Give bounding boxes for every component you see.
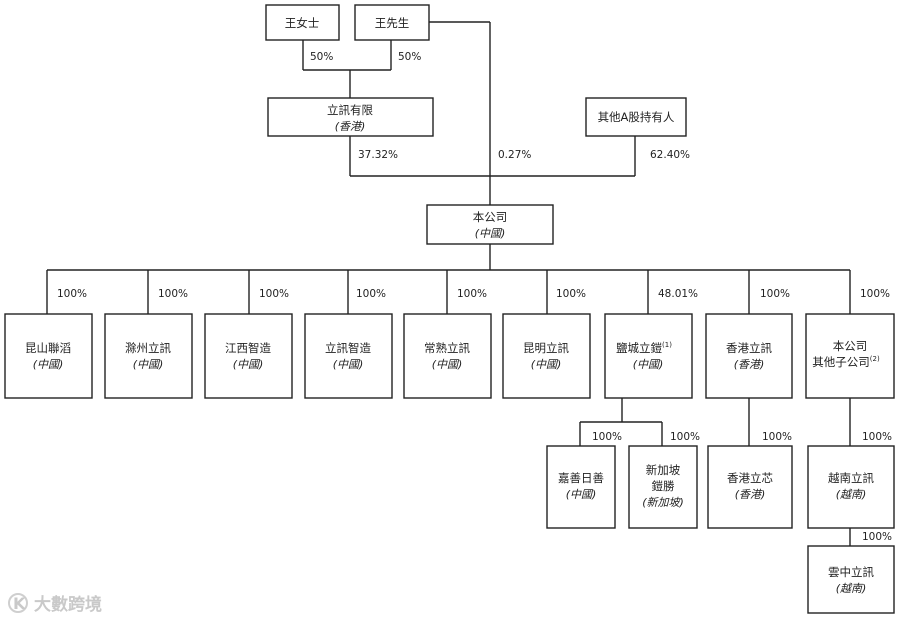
entity-box-jiangxi: 江西智造 (中國) bbox=[204, 313, 293, 399]
entity-name: 香港立訊 bbox=[726, 341, 772, 355]
entity-name-line2: 鎧勝 bbox=[652, 479, 675, 493]
entity-jurisdiction: (越南) bbox=[836, 488, 867, 501]
entity-jurisdiction: (香港) bbox=[735, 488, 766, 501]
entity-jurisdiction: (新加坡) bbox=[642, 496, 684, 509]
ownership-percentage: 100% bbox=[356, 288, 386, 300]
entity-box-other-a-shareholders: 其他A股持有人 bbox=[585, 97, 687, 137]
entity-name: 王女士 bbox=[285, 16, 320, 30]
entity-box-yancheng: 鹽城立鎧(1) (中國) bbox=[604, 313, 693, 399]
ownership-percentage: 100% bbox=[158, 288, 188, 300]
ownership-percentage: 100% bbox=[762, 431, 792, 443]
entity-box-luxshare-limited: 立訊有限 (香港) bbox=[267, 97, 434, 137]
entity-name: 王先生 bbox=[375, 16, 410, 30]
entity-jurisdiction: (中國) bbox=[475, 227, 506, 240]
svg-text:鹽城立鎧(1): 鹽城立鎧(1) bbox=[616, 341, 672, 355]
ownership-percentage: 100% bbox=[860, 288, 890, 300]
entity-name: 立訊有限 bbox=[327, 103, 373, 117]
entity-box-changshu: 常熟立訊 (中國) bbox=[403, 313, 492, 399]
entity-box-mr-wang: 王先生 bbox=[354, 4, 430, 41]
entity-name: 滁州立訊 bbox=[125, 341, 171, 355]
entity-jurisdiction: (越南) bbox=[836, 582, 867, 595]
entity-name: 立訊智造 bbox=[325, 341, 371, 355]
entity-jurisdiction: (中國) bbox=[531, 358, 562, 371]
entity-box-hong-kong-lixin: 香港立芯 (香港) bbox=[707, 445, 793, 529]
entity-box-vietnam-luxshare: 越南立訊 (越南) bbox=[807, 445, 895, 529]
entity-box-hong-kong-luxshare: 香港立訊 (香港) bbox=[705, 313, 793, 399]
entity-box-luxshare-precision: 立訊智造 (中國) bbox=[304, 313, 393, 399]
ownership-percentage: 100% bbox=[862, 531, 892, 543]
entity-jurisdiction: (中國) bbox=[33, 358, 64, 371]
entity-jurisdiction: (中國) bbox=[233, 358, 264, 371]
entity-box-company: 本公司 (中國) bbox=[426, 204, 554, 245]
watermark-logo-letter: K bbox=[13, 594, 26, 613]
entity-box-kunshan: 昆山聯滔 (中國) bbox=[4, 313, 93, 399]
entity-name: 嘉善日善 bbox=[558, 471, 604, 485]
ownership-percentage: 100% bbox=[57, 288, 87, 300]
ownership-percentage: 62.40% bbox=[650, 149, 690, 161]
entity-jurisdiction: (香港) bbox=[734, 358, 765, 371]
watermark-logo-icon bbox=[8, 593, 28, 613]
entity-name: 常熟立訊 bbox=[424, 341, 470, 355]
ownership-percentage: 37.32% bbox=[358, 149, 398, 161]
ownership-percentage: 48.01% bbox=[658, 288, 698, 300]
entity-name: 新加坡 bbox=[646, 463, 681, 477]
ownership-percentage: 100% bbox=[670, 431, 700, 443]
entity-jurisdiction: (中國) bbox=[566, 488, 597, 501]
ownership-percentage: 100% bbox=[760, 288, 790, 300]
entity-name: 雲中立訊 bbox=[828, 565, 874, 579]
entity-name: 其他A股持有人 bbox=[598, 110, 675, 124]
entity-box-ms-wang: 王女士 bbox=[265, 4, 340, 41]
entity-box-jiashan: 嘉善日善 (中國) bbox=[546, 445, 616, 529]
entity-jurisdiction: (中國) bbox=[633, 358, 664, 371]
ownership-percentage: 100% bbox=[862, 431, 892, 443]
ownership-percentage: 50% bbox=[310, 51, 333, 63]
entity-name: 昆明立訊 bbox=[523, 341, 569, 355]
svg-text:其他子公司(2): 其他子公司(2) bbox=[812, 355, 880, 369]
entity-jurisdiction: (中國) bbox=[432, 358, 463, 371]
entity-name: 本公司 bbox=[473, 210, 508, 224]
connector-lines bbox=[46, 21, 851, 546]
ownership-percentage: 100% bbox=[556, 288, 586, 300]
ownership-percentage: 0.27% bbox=[498, 149, 531, 161]
entity-jurisdiction: (中國) bbox=[133, 358, 164, 371]
footnote-marker: (1) bbox=[662, 341, 672, 349]
entity-name: 香港立芯 bbox=[727, 471, 773, 485]
entity-name-line2: 其他子公司 bbox=[812, 355, 870, 369]
entity-name: 江西智造 bbox=[225, 341, 271, 355]
entity-box-other-subsidiaries: 本公司 其他子公司(2) bbox=[805, 313, 895, 399]
footnote-marker: (2) bbox=[870, 355, 880, 363]
entity-box-yunzhong: 雲中立訊 (越南) bbox=[807, 545, 895, 614]
ownership-percentage: 100% bbox=[457, 288, 487, 300]
ownership-percentage: 100% bbox=[592, 431, 622, 443]
entity-name: 越南立訊 bbox=[828, 471, 874, 485]
ownership-percentage: 100% bbox=[259, 288, 289, 300]
entity-name: 昆山聯滔 bbox=[25, 341, 71, 355]
entity-name: 鹽城立鎧 bbox=[616, 341, 662, 355]
entity-box-kunming: 昆明立訊 (中國) bbox=[502, 313, 591, 399]
watermark: K 大數跨境 bbox=[8, 593, 102, 615]
entity-box-chuzhou: 滁州立訊 (中國) bbox=[104, 313, 193, 399]
entity-box-singapore-kaisheng: 新加坡 鎧勝 (新加坡) bbox=[628, 445, 698, 529]
ownership-percentage: 50% bbox=[398, 51, 421, 63]
watermark-text: 大數跨境 bbox=[34, 594, 102, 615]
entity-jurisdiction: (香港) bbox=[335, 120, 366, 133]
entity-name: 本公司 bbox=[833, 339, 868, 353]
entity-jurisdiction: (中國) bbox=[333, 358, 364, 371]
